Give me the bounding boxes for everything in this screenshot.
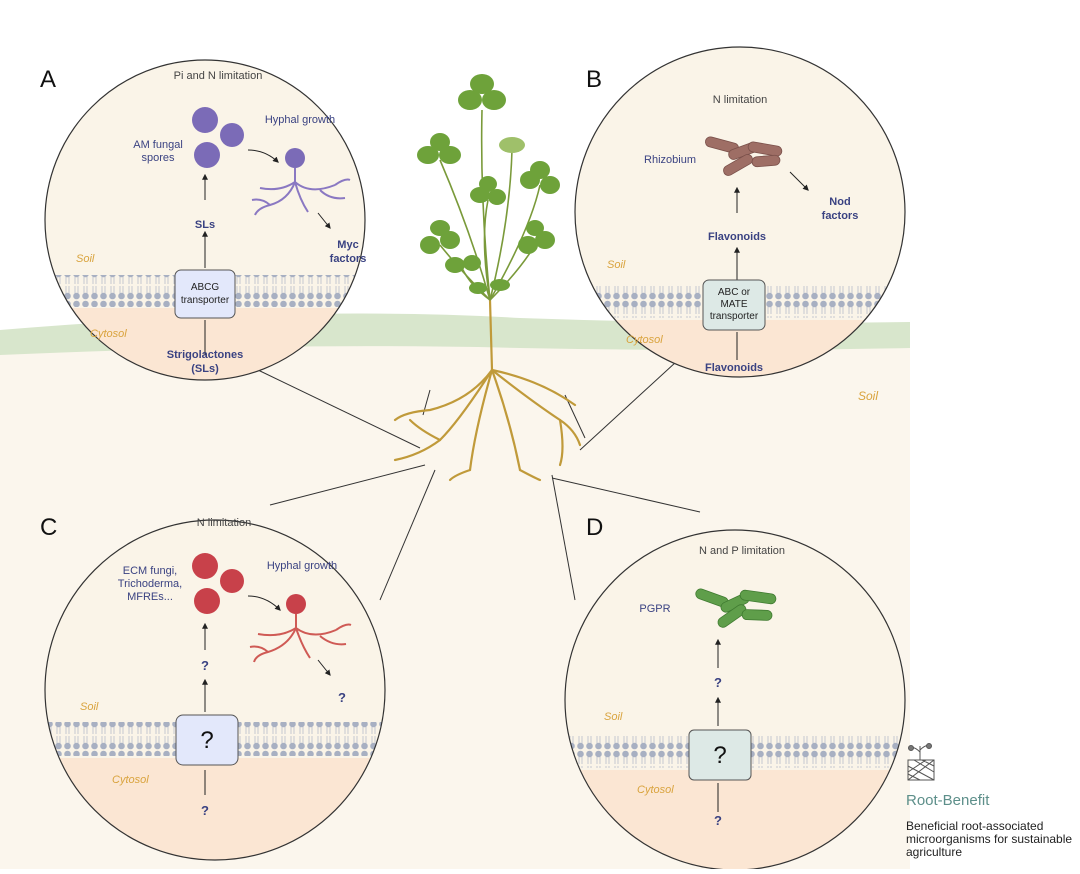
hyphae-a <box>251 168 351 216</box>
microbe-label-d: PGPR <box>639 603 670 615</box>
soil-label-d: Soil <box>604 711 623 723</box>
condition-label-b: N limitation <box>713 94 767 106</box>
panel-letter-c: C <box>40 514 58 541</box>
soil-label-c: Soil <box>80 701 99 713</box>
panel-c: N limitation ECM fungi,Trichoderma,MFREs… <box>44 517 386 861</box>
growth-label-c: Hyphal growth <box>267 560 337 572</box>
signal-label-b: Flavonoids <box>708 231 766 243</box>
signal-label-a: SLs <box>195 219 215 231</box>
connector-lines <box>257 339 701 601</box>
compound-label-c: ? <box>201 803 209 818</box>
signal-label-c: ? <box>201 658 209 673</box>
panel-d: N and P limitation PGPR ? ? ? Soil Cytos… <box>564 529 906 871</box>
main-soil-label: Soil <box>858 389 878 403</box>
panel-letter-b: B <box>586 66 603 93</box>
factor-label-c: ? <box>338 690 346 705</box>
panel-letter-a: A <box>40 66 57 93</box>
rhizobium-cells <box>705 136 783 176</box>
hyphae-c <box>249 614 352 663</box>
microbe-label-b: Rhizobium <box>644 154 696 166</box>
root-benefit-logo-icon <box>907 743 935 781</box>
condition-label-c: N limitation <box>197 517 251 529</box>
unknown-transporter-box-d <box>688 729 752 781</box>
growth-label-a: Hyphal growth <box>265 114 335 126</box>
abc-mate-transporter-box <box>702 279 766 331</box>
unknown-transporter-box-c <box>175 714 239 766</box>
clover-plant <box>393 74 582 482</box>
cytosol-label-c: Cytosol <box>112 774 149 786</box>
brand-tagline: Beneficial root-associated microorganism… <box>906 819 1073 859</box>
microbe-label-a-l2: spores <box>141 152 175 164</box>
pgpr-cells <box>695 588 777 628</box>
am-fungal-spores <box>192 107 305 168</box>
cytosol-label-b: Cytosol <box>626 334 663 346</box>
abcg-transporter-box <box>174 269 236 319</box>
compound-label-a: Strigolactones(SLs) <box>167 349 243 375</box>
microbe-label-a-l1: AM fungal <box>133 139 183 151</box>
soil-label-a: Soil <box>76 253 95 265</box>
transporter-label-c: ? <box>200 727 213 754</box>
compound-label-d: ? <box>714 813 722 828</box>
condition-label-d: N and P limitation <box>699 545 785 557</box>
condition-label-a: Pi and N limitation <box>174 70 263 82</box>
transporter-label-d: ? <box>713 742 726 769</box>
brand-name: Root-Benefit <box>906 792 990 809</box>
panel-letter-d: D <box>586 514 604 541</box>
soil-label-b: Soil <box>607 259 626 271</box>
signal-label-d: ? <box>714 675 722 690</box>
cytosol-label-d: Cytosol <box>637 784 674 796</box>
compound-label-b: Flavonoids <box>705 362 763 374</box>
microbe-label-c: ECM fungi,Trichoderma,MFREs... <box>118 565 182 603</box>
ecm-fungi-spores <box>192 553 306 614</box>
cytosol-label-a: Cytosol <box>90 328 127 340</box>
